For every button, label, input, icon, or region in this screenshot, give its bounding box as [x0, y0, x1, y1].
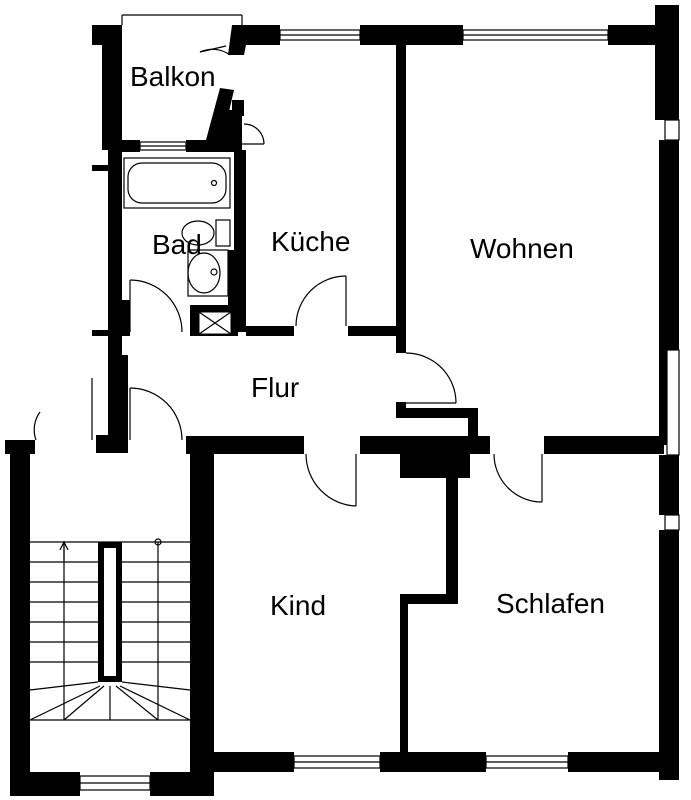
doors	[33, 45, 543, 507]
windows	[79, 29, 680, 791]
room-label-wohnen: Wohnen	[470, 233, 574, 264]
room-label-kueche: Küche	[271, 226, 350, 257]
staircase	[29, 538, 191, 721]
room-label-kind: Kind	[270, 590, 326, 621]
room-label-bad: Bad	[152, 229, 202, 260]
room-label-flur: Flur	[251, 372, 299, 403]
room-label-schlafen: Schlafen	[496, 588, 605, 619]
room-label-balkon: Balkon	[130, 61, 216, 92]
bathroom-fixtures	[123, 157, 231, 297]
walls	[5, 5, 679, 796]
balcony-railing	[121, 14, 243, 25]
room-labels: Balkon Bad Küche Wohnen Flur Kind Schlaf…	[130, 61, 605, 621]
